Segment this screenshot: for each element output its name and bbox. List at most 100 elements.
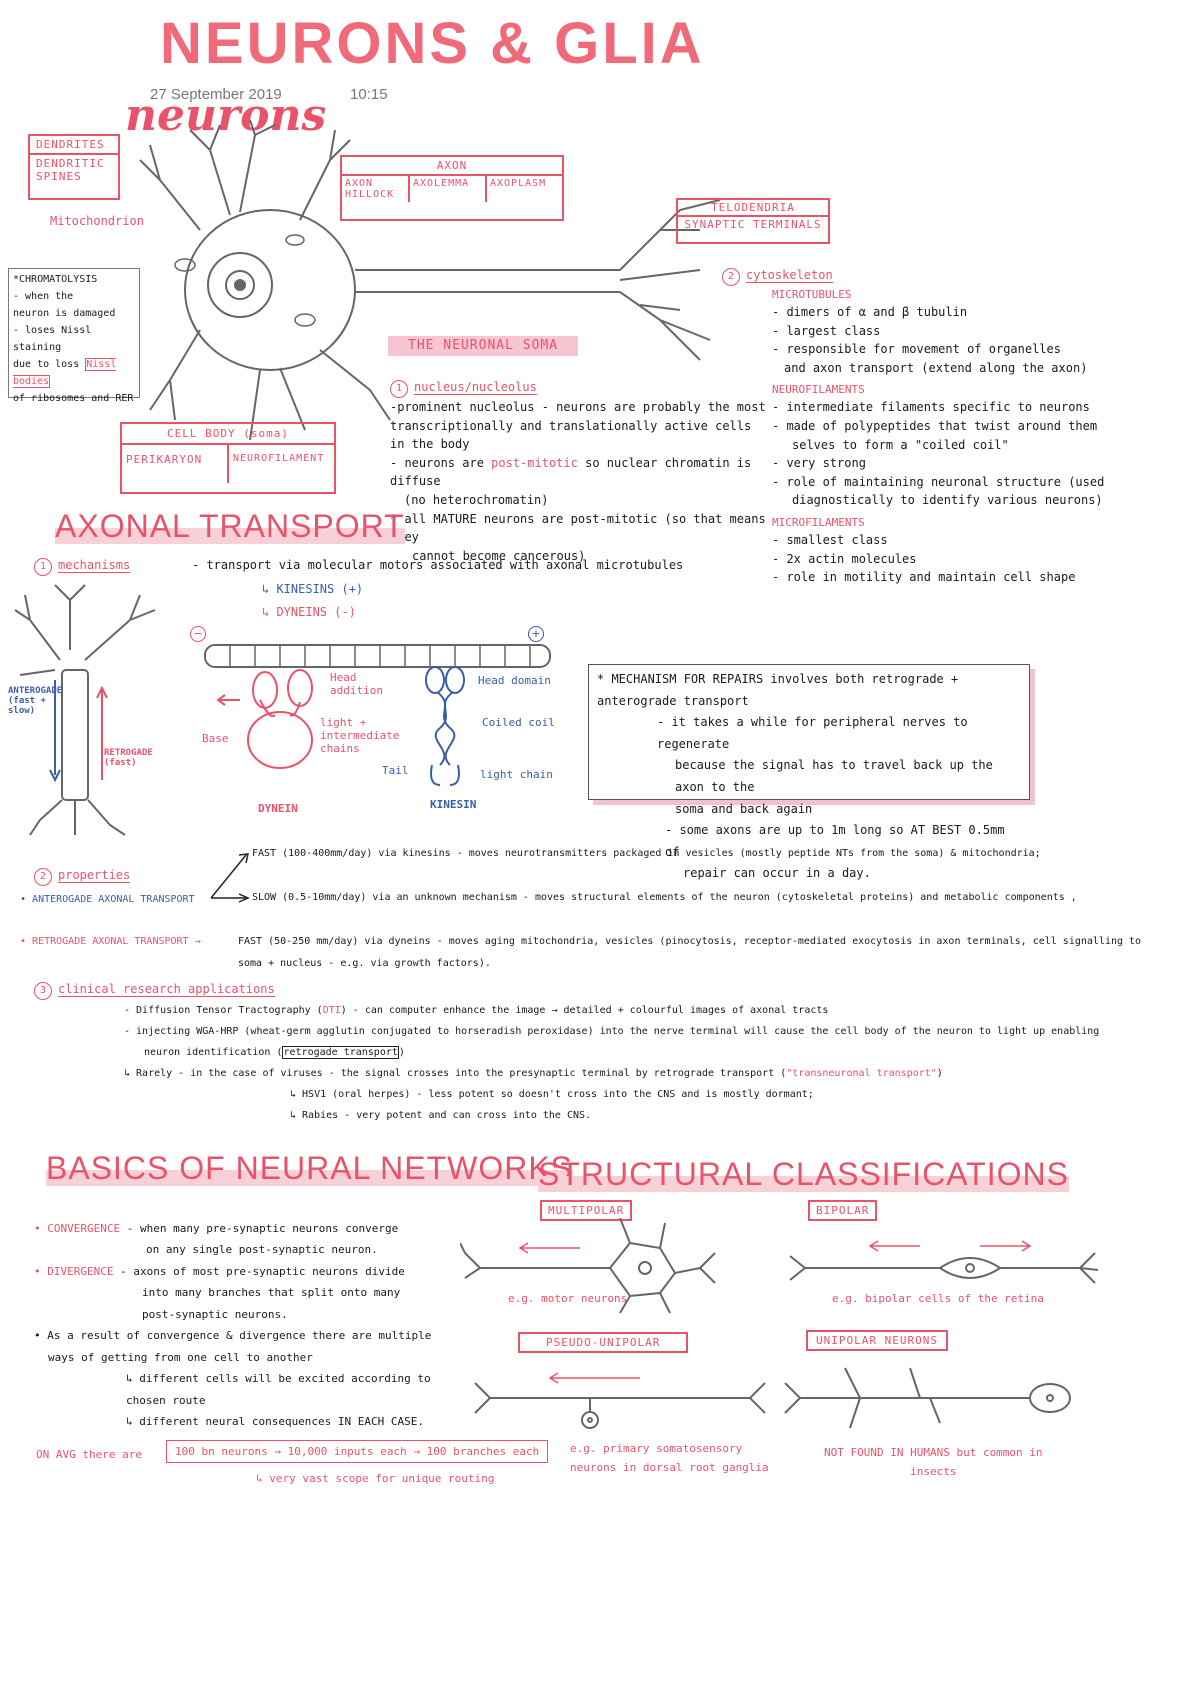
axonal-transport-heading-text: AXONAL TRANSPORT (55, 508, 405, 544)
anterograde-fast: FAST (100-400mm/day) via kinesins - move… (252, 848, 1041, 859)
networks-heading: BASICS OF NEURAL NETWORKS (46, 1150, 573, 1187)
dynein-chains-label: light + intermediate chains (320, 716, 400, 755)
number-2: 2 (722, 268, 740, 286)
dyneins-line: ↳ DYNEINS (-) (262, 605, 356, 619)
clinical-line: ) (398, 1047, 405, 1058)
cell-body-title: CELL BODY (soma) (122, 424, 334, 445)
clinical-lines: - Diffusion Tensor Tractography (DTI) - … (124, 1000, 1184, 1126)
number-1: 1 (34, 558, 52, 576)
soma-line: - neurons are (390, 455, 484, 470)
soma-line: * all MATURE neurons are post-mitotic (s… (390, 511, 766, 545)
divergence-head: • DIVERGENCE (34, 1264, 114, 1278)
neurons-subtitle: neurons (125, 90, 327, 141)
dendrites-title: DENDRITES (30, 136, 118, 155)
retrograde-head-text: RETROGADE AXONAL TRANSPORT → (32, 936, 201, 947)
number-2: 2 (34, 868, 52, 886)
plus-end: + (528, 626, 544, 642)
kinesins-line: ↳ KINESINS (+) (262, 582, 364, 596)
nucleus-title: nucleus/nucleolus (414, 380, 537, 395)
neuron-illustration (139, 120, 721, 441)
dendritic-spines: DENDRITIC SPINES (36, 157, 105, 183)
convergence-head: • CONVERGENCE (34, 1222, 121, 1235)
perikaryon: PERIKARYON (122, 445, 229, 483)
chromatolysis-line: *CHROMATOLYSIS (13, 274, 98, 285)
retrogade-transport: retrogade transport (282, 1046, 399, 1059)
unipolar-label: UNIPOLAR NEURONS (806, 1330, 948, 1351)
telodendria-title: TELODENDRIA (678, 200, 828, 217)
result-line: ↳ different neural consequences IN EACH … (126, 1414, 425, 1428)
networks-heading-text: BASICS OF NEURAL NETWORKS (46, 1150, 573, 1186)
soma-line: (no heterochromatin) (404, 492, 549, 507)
anterograde-slow: SLOW (0.5-10mm/day) via an unknown mecha… (252, 892, 1077, 903)
divergence-line: - axons of most pre-synaptic neurons div… (120, 1264, 405, 1278)
repairs-line: * MECHANISM FOR REPAIRS involves both re… (597, 672, 959, 708)
result-line: • As a result of convergence & divergenc… (34, 1329, 432, 1343)
pseudo-unipolar-example: e.g. primary somatosensory neurons in do… (570, 1440, 769, 1477)
soma-line: so nuclear chromatin is diffuse (390, 455, 752, 489)
retrograde-fast-2: soma + nucleus - e.g. via growth factors… (238, 958, 491, 969)
anterograde-head-text: ANTEROGADE AXONAL TRANSPORT (32, 894, 195, 905)
anterograde-head: • ANTEROGADE AXONAL TRANSPORT (20, 894, 195, 905)
motor-proteins-sketch (204, 644, 551, 786)
average-box: 100 bn neurons → 10,000 inputs each → 10… (166, 1440, 549, 1464)
properties-title-text: properties (58, 868, 131, 883)
repairs-box: * MECHANISM FOR REPAIRS involves both re… (588, 664, 1030, 880)
mitochondrion-label: Mitochondrion (50, 214, 144, 228)
neurofilaments-line: - made of polypeptides that twist around… (772, 419, 1098, 434)
cell-body-cells: PERIKARYON NEUROFILAMENT (122, 445, 334, 483)
retrograde-label: RETROGADE (fast) (104, 748, 153, 768)
pseudo-example-line: neurons in dorsal root ganglia (570, 1460, 769, 1474)
kinesin-name: KINESIN (430, 798, 477, 811)
repairs-line: - some axons are up to 1m long so AT BES… (665, 823, 1005, 859)
convergence-line: - when many pre-synaptic neurons converg… (126, 1222, 399, 1235)
neurofilament: NEUROFILAMENT (233, 453, 325, 464)
microfilaments-line: - 2x actin molecules (772, 551, 917, 566)
axonal-transport-heading: AXONAL TRANSPORT (55, 508, 405, 545)
clinical-line: ↳ Rarely - in the case of viruses - the … (124, 1068, 787, 1079)
bipolar-label: BIPOLAR (808, 1200, 878, 1221)
chromatolysis-line: neuron is damaged (13, 308, 116, 319)
neuronal-soma-heading: THE NEURONAL SOMA (388, 336, 579, 357)
axon-box: AXON AXON HILLOCK AXOLEMMA AXOPLASM (340, 155, 564, 221)
number-3: 3 (34, 982, 52, 1000)
axon-title: AXON (342, 157, 562, 176)
neurofilaments-line: - very strong (772, 456, 866, 471)
result-line: ↳ different cells will be excited accord… (126, 1372, 431, 1407)
cytoskeleton-title: cytoskeleton (746, 268, 833, 283)
axoplasm: AXOPLASM (490, 178, 547, 189)
kinesin-coil-label: Coiled coil (482, 716, 555, 729)
clinical-line: ) - can computer enhance the image → det… (340, 1005, 829, 1016)
microfilaments-head: MICROFILAMENTS (772, 516, 865, 530)
dynein-head-label: Head addition (330, 671, 383, 697)
neurofilaments-head: NEUROFILAMENTS (772, 383, 865, 397)
page-title: NEURONS & GLIA (160, 11, 705, 76)
axolemma: AXOLEMMA (410, 176, 487, 202)
axon-hillock: AXON HILLOCK (342, 176, 410, 202)
cell-body-box: CELL BODY (soma) PERIKARYON NEUROFILAMEN… (120, 422, 336, 494)
transneuronal-transport: "transneuronal transport" (786, 1068, 937, 1079)
chromatolysis-line: - loses Nissl staining (13, 325, 92, 353)
kinesin-head-label: Head domain (478, 674, 551, 687)
microtubules-line: - dimers of α and β tubulin (772, 305, 968, 320)
structural-neurons-sketch (460, 1218, 1099, 1429)
minus-end: − (190, 626, 206, 642)
networks-text: • CONVERGENCE - when many pre-synaptic n… (34, 1218, 474, 1432)
microfilaments-line: - role in motility and maintain cell sha… (772, 570, 1076, 585)
microfilaments-line: - smallest class (772, 533, 888, 548)
average-sub: ↳ very vast scope for unique routing (256, 1472, 495, 1485)
pseudo-unipolar-label: PSEUDO-UNIPOLAR (518, 1332, 689, 1353)
neurofilaments-line: - intermediate filaments specific to neu… (772, 400, 1090, 415)
repairs-line: - it takes a while for peripheral nerves… (657, 715, 968, 751)
dti: DTI (322, 1005, 341, 1016)
chromatolysis-box: *CHROMATOLYSIS - when the neuron is dama… (8, 268, 140, 404)
retrograde-fast-1: FAST (50-250 mm/day) via dyneins - moves… (238, 936, 1142, 947)
multipolar-example: e.g. motor neurons (508, 1292, 628, 1305)
average-prefix: ON AVG there are (36, 1448, 142, 1461)
bipolar-example: e.g. bipolar cells of the retina (832, 1292, 1044, 1305)
unipolar-example-line: insects (910, 1464, 957, 1478)
repairs-line: soma and back again (675, 801, 813, 816)
neurofilaments-line: - role of maintaining neuronal structure… (772, 474, 1105, 489)
